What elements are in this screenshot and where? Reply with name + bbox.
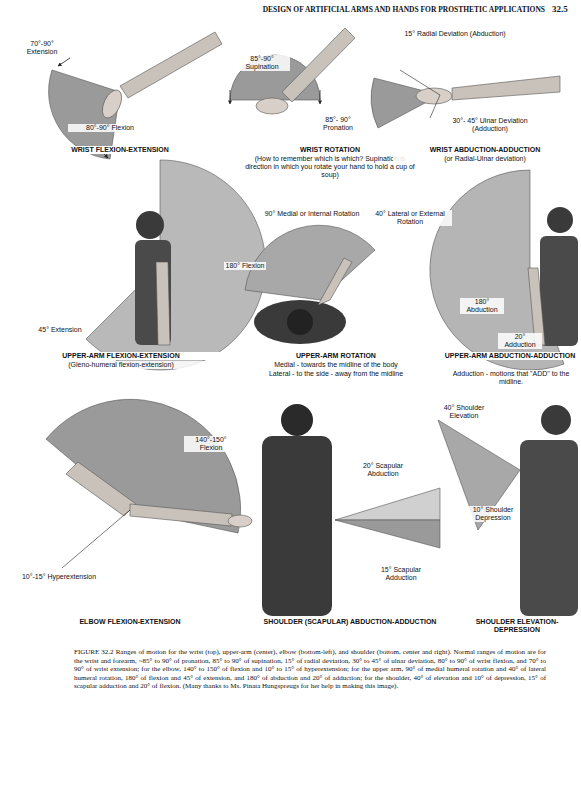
range-label: 140°-150° Flexion <box>184 436 238 452</box>
page-number: 32.5 <box>551 4 579 14</box>
panel-title: SHOULDER (SCAPULAR) ABDUCTION-ADDUCTION <box>262 618 438 626</box>
figure-caption: FIGURE 32.2 Ranges of motion for the wri… <box>74 648 546 691</box>
range-label: 85°-90° Supination <box>234 55 290 71</box>
panel-title: WRIST FLEXION-EXTENSION <box>40 146 200 154</box>
shoulder-elevation-figure <box>438 405 578 616</box>
scapular-figure <box>262 404 440 616</box>
upper-arm-flexion-figure <box>86 160 265 370</box>
range-label: 10°-15° Hyperextension <box>12 573 106 581</box>
range-label: 85°- 90° Pronation <box>312 116 364 132</box>
wrist-flexion-figure <box>49 32 222 159</box>
panel-title: UPPER-ARM ABDUCTION-ADDUCTION <box>440 352 580 360</box>
range-label: 40° Shoulder Elevation <box>438 404 490 420</box>
panel-title: SHOULDER ELEVATION-DEPRESSION <box>456 618 578 634</box>
range-label: 180° Flexion <box>224 262 266 270</box>
panel-note: Adduction - motions that "ADD" to the mi… <box>446 370 576 386</box>
range-label: 70°-90° Extension <box>14 40 70 56</box>
panel-title: UPPER-ARM FLEXION-EXTENSION <box>16 352 226 360</box>
range-label: 20° Scapular Abduction <box>360 462 406 478</box>
range-label: 40° Lateral or External Rotation <box>368 210 452 226</box>
panel-title: WRIST ABDUCTION-ADDUCTION <box>393 146 577 154</box>
range-label: 80°-90° Flexion <box>68 124 152 132</box>
range-label: 30°- 45° Ulnar Deviation (Adduction) <box>433 117 547 133</box>
panel-note: (or Radial-Ulnar deviation) <box>393 155 577 163</box>
range-label: 15° Scapular Adduction <box>378 566 424 582</box>
wrist-rotation-figure <box>230 28 355 114</box>
upper-arm-rotation-figure <box>245 225 375 344</box>
running-header: DESIGN OF ARTIFICIAL ARMS AND HANDS FOR … <box>210 6 546 14</box>
range-label: 45° Extension <box>34 326 86 334</box>
range-label: 90° Medial or Internal Rotation <box>260 210 364 218</box>
panel-title: UPPER-ARM ROTATION <box>236 352 436 360</box>
range-label: 20° Adduction <box>498 333 542 349</box>
panel-note: Lateral - to the side - away from the mi… <box>236 370 436 378</box>
range-label: 10° Shoulder Depression <box>466 506 520 522</box>
upper-arm-abduction-figure <box>430 170 578 370</box>
range-label: 15° Radial Deviation (Abduction) <box>393 30 517 38</box>
panel-note: Medial - towards the midline of the body <box>236 361 436 369</box>
range-label: 180° Abduction <box>460 298 504 314</box>
elbow-flexion-figure <box>46 399 252 568</box>
panel-note: (Gleno-humeral flexion-extension) <box>16 361 226 369</box>
panel-title: ELBOW FLEXION-EXTENSION <box>30 618 230 626</box>
